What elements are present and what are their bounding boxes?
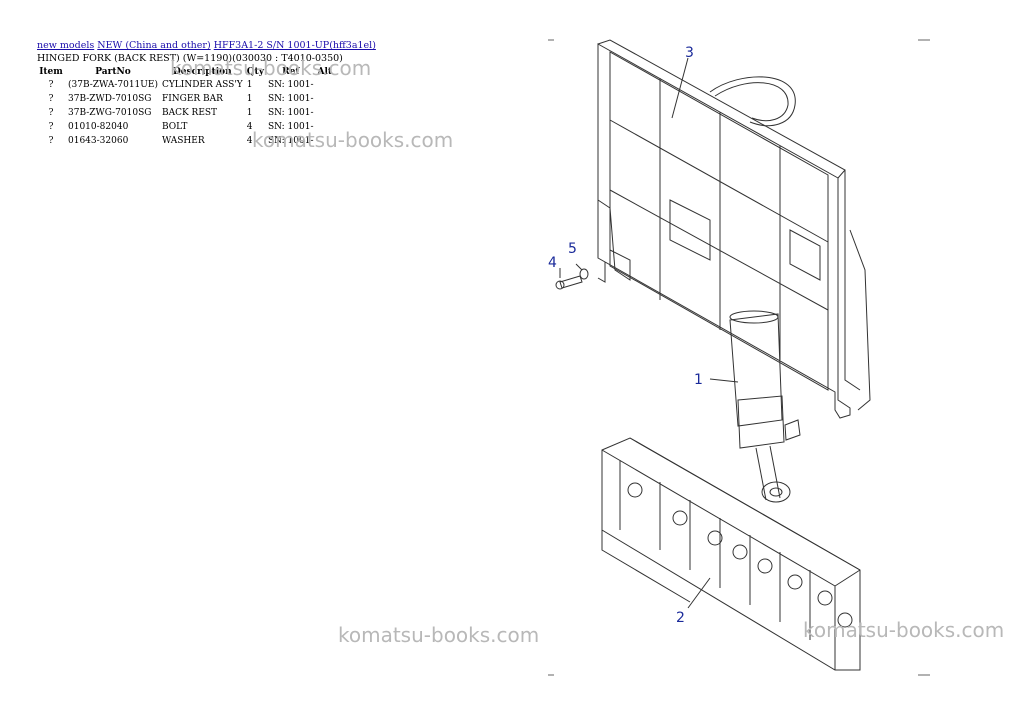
breadcrumb-link-new-models[interactable]: new models: [37, 40, 95, 51]
cell-qty: 4: [246, 136, 253, 146]
callout-4: 4: [548, 255, 557, 271]
cell-description: WASHER: [161, 136, 205, 146]
cell-qty: 1: [246, 108, 253, 118]
cell-qty: 1: [246, 80, 253, 90]
page-title: HINGED FORK (BACK REST) (W=1190)(030030 …: [37, 53, 343, 64]
cell-alt: [316, 78, 335, 92]
cell-item: ?: [48, 136, 54, 146]
table-row: ? 37B-ZWG-7010SG BACK REST 1 SN: 1001-: [36, 106, 334, 120]
cell-qty: 1: [246, 94, 253, 104]
header-partno: PartNo: [95, 67, 131, 77]
cell-partno: 37B-ZWD-7010SG: [68, 94, 152, 104]
callout-5: 5: [568, 241, 577, 257]
callout-3: 3: [685, 45, 694, 61]
cell-alt: [316, 134, 335, 148]
cell-item: ?: [48, 122, 54, 132]
breadcrumb-link-new-china[interactable]: NEW (China and other): [97, 40, 211, 51]
cell-description: CYLINDER ASS'Y: [161, 80, 243, 90]
table-row: ? 01010-82040 BOLT 4 SN: 1001-: [36, 120, 334, 134]
cell-item: ?: [48, 108, 54, 118]
header-alt: Alt: [317, 67, 333, 77]
cell-alt: [316, 106, 335, 120]
watermark: komatsu-books.com: [338, 623, 540, 647]
back-rest-drawing: [597, 39, 871, 419]
leader-lines: [559, 57, 739, 609]
cell-description: BOLT: [161, 122, 188, 132]
callout-2: 2: [676, 610, 685, 626]
cell-ref: SN: 1001-: [267, 136, 314, 146]
header-item: Item: [39, 67, 63, 77]
cell-partno: (37B-ZWA-7011UE): [68, 80, 158, 90]
header-description: Description: [173, 67, 232, 77]
cell-ref: SN: 1001-: [267, 122, 314, 132]
breadcrumb-link-model[interactable]: HFF3A1-2 S/N 1001-UP(hff3a1el): [213, 40, 376, 51]
cell-alt: [316, 92, 335, 106]
callout-1: 1: [694, 372, 703, 388]
cell-ref: SN: 1001-: [267, 80, 314, 90]
cell-item: ?: [48, 94, 54, 104]
cell-partno: 37B-ZWG-7010SG: [68, 108, 152, 118]
breadcrumb: new models NEW (China and other) HFF3A1-…: [37, 40, 376, 51]
parts-table: Item PartNo Description Qty Ref Alt ? (3…: [36, 66, 334, 148]
cell-partno: 01010-82040: [68, 122, 129, 132]
corner-marks: [548, 39, 930, 676]
cell-description: BACK REST: [161, 108, 218, 118]
header-qty: Qty: [246, 67, 264, 77]
parts-diagram: 3 4 5 1 2: [548, 39, 930, 676]
bolt-washer-drawing: [555, 268, 589, 290]
finger-bar-drawing: [601, 437, 861, 671]
table-row: ? 37B-ZWD-7010SG FINGER BAR 1 SN: 1001-: [36, 92, 334, 106]
cell-partno: 01643-32060: [68, 136, 129, 146]
header-ref: Ref: [282, 67, 300, 77]
cylinder-drawing: [729, 310, 801, 503]
cell-ref: SN: 1001-: [267, 108, 314, 118]
cell-ref: SN: 1001-: [267, 94, 314, 104]
cell-description: FINGER BAR: [161, 94, 223, 104]
table-row: ? (37B-ZWA-7011UE) CYLINDER ASS'Y 1 SN: …: [36, 78, 334, 92]
cell-item: ?: [48, 80, 54, 90]
table-row: ? 01643-32060 WASHER 4 SN: 1001-: [36, 134, 334, 148]
table-header-row: Item PartNo Description Qty Ref Alt: [36, 66, 334, 78]
cell-alt: [316, 120, 335, 134]
cell-qty: 4: [246, 122, 253, 132]
